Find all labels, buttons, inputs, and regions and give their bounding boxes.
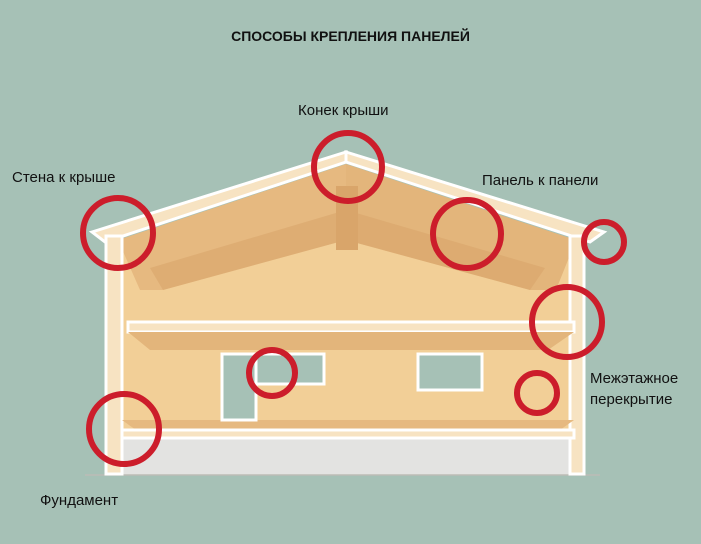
roof-sheet-right bbox=[344, 149, 608, 244]
ring-wall-to-roof bbox=[80, 195, 156, 271]
roof-shadow-right bbox=[346, 210, 545, 290]
label-floor-slab-line2: перекрытие bbox=[590, 391, 673, 408]
label-wall-to-roof: Стена к крыше bbox=[12, 169, 116, 186]
ring-floor-slab-right bbox=[529, 284, 605, 360]
ring-window-corner bbox=[246, 347, 298, 399]
label-panel-to-panel: Панель к панели bbox=[482, 172, 599, 189]
floor-slab-edge bbox=[126, 320, 576, 334]
label-foundation: Фундамент bbox=[40, 492, 119, 509]
ring-right-eave bbox=[581, 219, 627, 265]
window-right bbox=[416, 352, 484, 392]
ring-roof-ridge bbox=[311, 130, 385, 204]
ring-foundation bbox=[86, 391, 162, 467]
ring-ground-floor-right bbox=[514, 370, 560, 416]
ground-floor-edge bbox=[120, 428, 576, 440]
label-roof-ridge: Конек крыши bbox=[298, 102, 389, 119]
wall-left bbox=[104, 234, 124, 476]
roof-shadow-left bbox=[150, 210, 346, 290]
ridge-beam bbox=[336, 186, 358, 250]
ground-floor-slab bbox=[122, 420, 574, 430]
diagram-title: СПОСОБЫ КРЕПЛЕНИЯ ПАНЕЛЕЙ bbox=[231, 28, 470, 44]
label-floor-slab-line1: Межэтажное bbox=[590, 370, 679, 387]
ring-panel-to-panel bbox=[430, 197, 504, 271]
roof-panel-left bbox=[118, 164, 346, 290]
roof-panel-right bbox=[346, 164, 576, 290]
foundation-block bbox=[105, 433, 583, 475]
floor-slab-underside bbox=[128, 332, 574, 350]
